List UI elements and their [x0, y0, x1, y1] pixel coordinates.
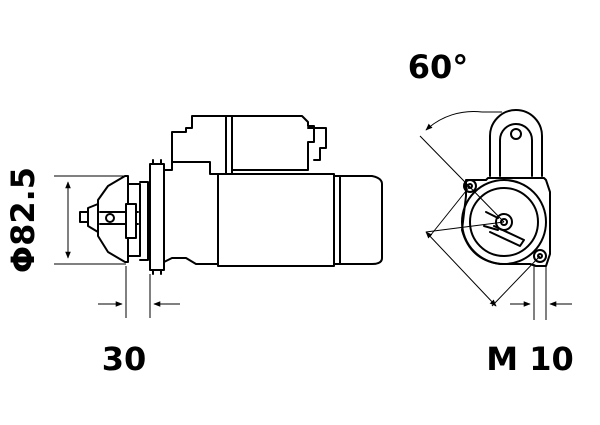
mounting-flange [149, 159, 165, 275]
flange-offset-label: 30 [102, 340, 147, 378]
solenoid-lobe [489, 109, 543, 177]
flange-offset-dimension: 30 [98, 266, 180, 378]
diameter-label: Φ82.5 [4, 167, 42, 273]
solenoid [171, 115, 327, 175]
thread-label: M 10 [486, 340, 574, 378]
diameter-dimension: Φ82.5 [4, 167, 126, 273]
angle-dimension: 60° [408, 48, 502, 307]
side-view [79, 115, 383, 275]
housing-circle [461, 179, 547, 265]
pinion-nose [79, 175, 149, 263]
thread-dimension: M 10 [486, 264, 574, 378]
motor-body [217, 173, 383, 267]
drive-housing [163, 161, 219, 265]
angle-label: 60° [408, 48, 469, 86]
end-view [419, 109, 551, 307]
